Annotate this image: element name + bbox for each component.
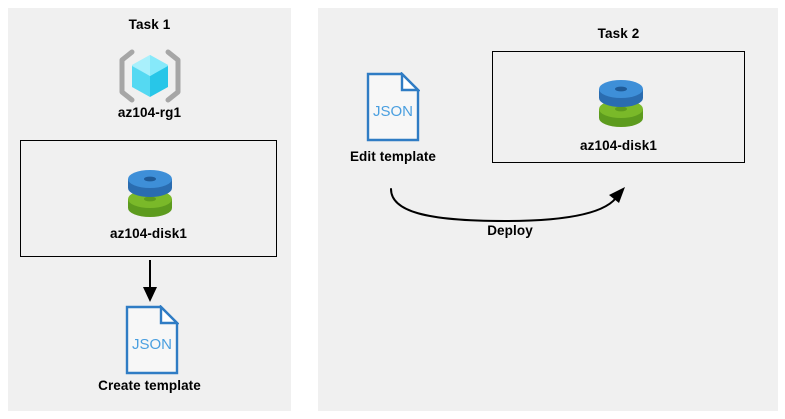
panel-task-1-title: Task 1	[128, 17, 171, 32]
managed-disk-icon	[128, 170, 172, 217]
json-file-icon: JSON	[125, 305, 179, 375]
json-file-icon: JSON	[366, 72, 420, 142]
managed-disk-label: az104-disk1	[110, 226, 187, 241]
arrow-deploy-icon	[390, 187, 625, 223]
resource-group-icon	[119, 49, 181, 103]
create-template-label: Create template	[98, 378, 201, 393]
edit-template-label: Edit template	[349, 149, 437, 164]
managed-disk-label: az104-disk1	[580, 138, 657, 153]
deploy-label: Deploy	[487, 223, 533, 238]
arrow-down-icon	[143, 260, 157, 302]
task-2-boundary-box	[492, 51, 745, 163]
svg-text:JSON: JSON	[373, 103, 413, 120]
resource-group-label: az104-rg1	[117, 105, 182, 120]
managed-disk-icon	[599, 80, 643, 127]
resource-group-boundary-box	[20, 140, 277, 257]
svg-text:JSON: JSON	[132, 336, 172, 353]
panel-task-2-title: Task 2	[597, 26, 640, 41]
